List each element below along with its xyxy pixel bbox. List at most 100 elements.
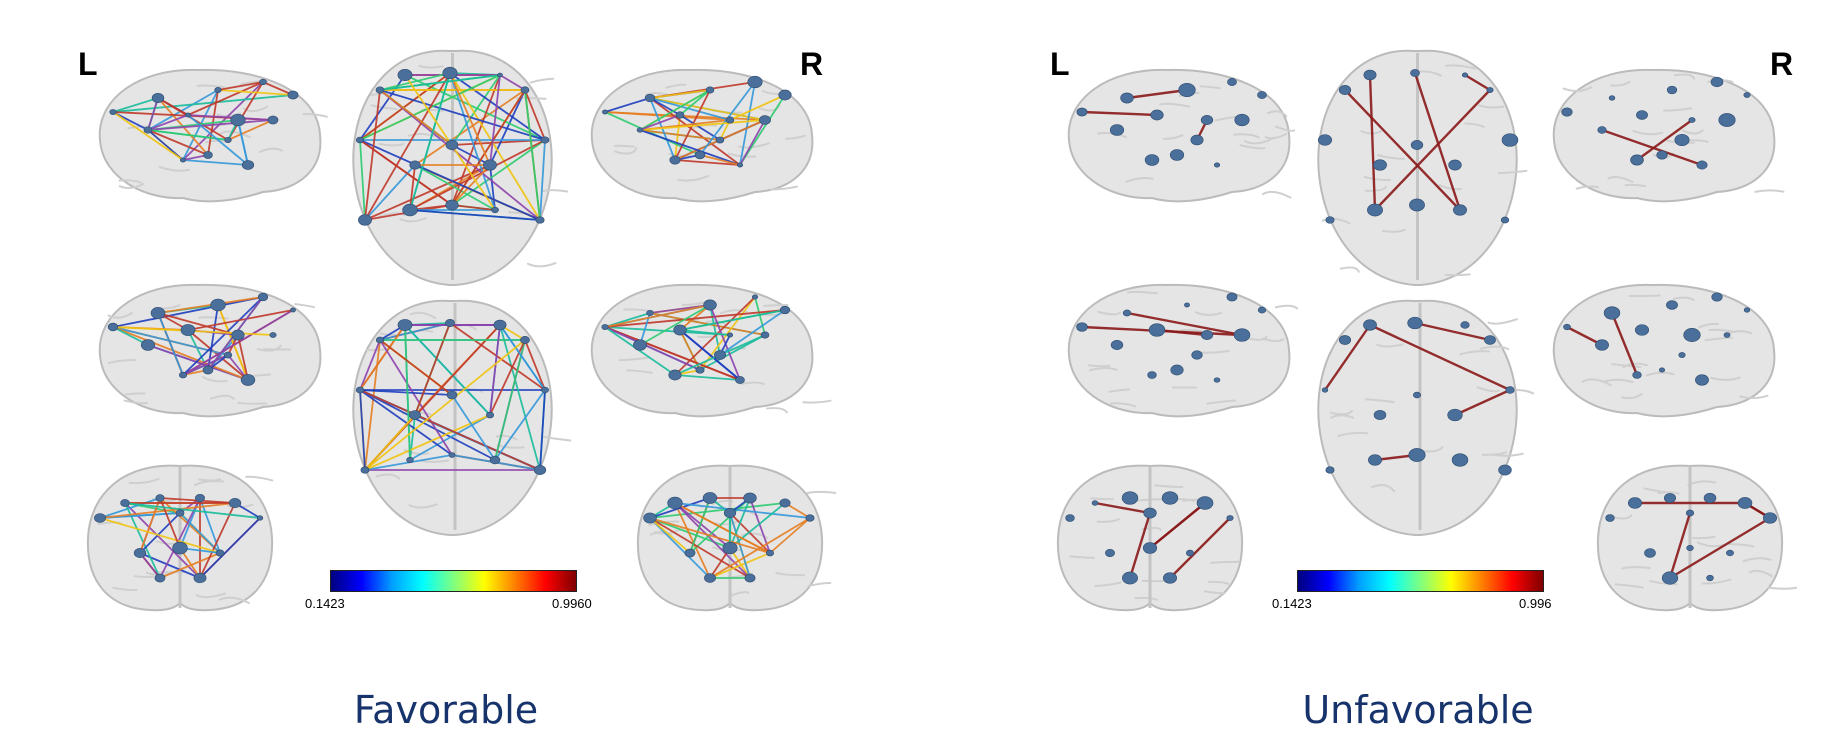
brain-view-sagittal-left-medial xyxy=(88,275,328,425)
connectivity-edge xyxy=(364,89,381,221)
connectivity-edge xyxy=(1601,128,1703,167)
brain-region-node xyxy=(175,509,185,517)
brain-region-node xyxy=(1710,76,1724,88)
gyrus-line xyxy=(802,399,832,404)
brain-region-node xyxy=(1486,87,1494,93)
gyrus-line xyxy=(763,304,789,307)
gyrus-line xyxy=(1698,322,1719,329)
brain-region-node xyxy=(143,126,153,134)
gyrus-line xyxy=(741,532,769,539)
gyrus-line xyxy=(158,165,190,172)
brain-region-node xyxy=(668,369,682,381)
colorbar-max-label: 0.9960 xyxy=(552,596,592,611)
gyrus-line xyxy=(1649,579,1678,586)
brain-region-node xyxy=(1632,371,1642,379)
brain-region-node xyxy=(193,572,207,584)
gyrus-line xyxy=(1207,580,1230,586)
brain-region-node xyxy=(1686,544,1694,552)
brain-region-node xyxy=(644,93,656,103)
connectivity-edge xyxy=(604,97,651,113)
brain-region-node xyxy=(601,324,609,330)
connectivity-edge xyxy=(639,119,766,131)
connectivity-edge xyxy=(182,296,264,376)
connectivity-edge xyxy=(604,304,711,328)
brain-region-node xyxy=(1743,307,1751,313)
brain-region-node xyxy=(704,573,716,583)
gyrus-line xyxy=(618,356,651,362)
brain-view-axial-bottom xyxy=(1305,295,1535,540)
brain-region-node xyxy=(151,92,165,104)
brain-region-node xyxy=(402,203,418,217)
connectivity-edge xyxy=(489,324,501,416)
brain-region-node xyxy=(1363,69,1377,81)
brain-region-node xyxy=(1338,85,1352,95)
connectivity-edge xyxy=(604,326,676,376)
connectivity-edge xyxy=(1669,516,1771,580)
brain-region-node xyxy=(1505,386,1515,394)
gyrus-line xyxy=(1370,484,1396,493)
brain-region-node xyxy=(210,298,226,312)
brain-region-node xyxy=(150,307,166,319)
connectivity-edge xyxy=(649,517,711,579)
gyrus-line xyxy=(237,401,268,405)
connectivity-edge xyxy=(449,322,546,391)
gyrus-line xyxy=(1376,154,1405,160)
connectivity-edge xyxy=(147,129,209,156)
connectivity-edge xyxy=(147,119,274,131)
gyrus-line xyxy=(1672,296,1695,302)
brain-region-node xyxy=(1121,491,1139,505)
brain-view-axial-bottom xyxy=(340,295,572,540)
connectivity-edge xyxy=(364,414,416,471)
gyrus-line xyxy=(1094,581,1122,587)
connectivity-edge xyxy=(364,164,491,221)
brain-region-node xyxy=(669,155,681,165)
connectivity-edge xyxy=(539,139,546,221)
gyrus-line xyxy=(1330,414,1355,419)
brain-region-node xyxy=(1561,107,1573,117)
panel-unfavorable: L R 0.1423 0.996 Unfavorable xyxy=(922,0,1844,750)
brain-surface xyxy=(1067,283,1291,418)
gyrus-line xyxy=(759,105,781,112)
brain-region-node xyxy=(1122,309,1132,317)
brain-region-node xyxy=(1170,364,1184,376)
connectivity-edge xyxy=(379,89,546,141)
brain-region-node xyxy=(1368,454,1382,466)
brain-region-node xyxy=(195,493,205,503)
brain-region-node xyxy=(805,514,815,522)
brain-region-node xyxy=(1091,500,1099,506)
gyrus-line xyxy=(740,381,765,386)
gyrus-line xyxy=(112,586,138,592)
gyrus-line xyxy=(198,316,229,320)
connectivity-edge xyxy=(187,114,249,166)
brain-view-axial-top xyxy=(340,45,569,290)
gyrus-line xyxy=(1194,311,1223,316)
connectivity-edge xyxy=(709,552,771,579)
gyrus-line xyxy=(133,575,155,578)
brain-region-node xyxy=(180,324,196,336)
connectivity-edge xyxy=(524,339,546,391)
brain-region-node xyxy=(722,541,738,555)
connectivity-edge xyxy=(679,329,731,336)
brain-region-node xyxy=(290,307,296,313)
gyrus-line xyxy=(1246,335,1268,341)
gyrus-line xyxy=(1673,73,1696,80)
gyrus-line xyxy=(1239,144,1266,150)
brain-region-node xyxy=(140,339,156,351)
connectivity-edge xyxy=(359,389,453,456)
brain-region-node xyxy=(202,365,214,375)
gyrus-line xyxy=(218,596,250,604)
gyrus-line xyxy=(1657,491,1680,495)
brain-view-sagittal-left-lateral xyxy=(88,60,328,210)
connectivity-edge xyxy=(359,139,453,206)
gyrus-line xyxy=(1562,86,1593,92)
connectivity-edge xyxy=(1149,502,1206,549)
right-hemisphere-label: R xyxy=(1770,46,1794,82)
brain-view-coronal-back xyxy=(630,458,837,618)
brain-region-node xyxy=(1109,124,1125,136)
gyrus-line xyxy=(529,77,555,84)
brain-region-node xyxy=(673,324,687,336)
brain-region-node xyxy=(1196,496,1214,510)
connectivity-edge xyxy=(649,97,731,121)
brain-region-node xyxy=(1563,323,1571,331)
brain-region-node xyxy=(154,573,166,583)
